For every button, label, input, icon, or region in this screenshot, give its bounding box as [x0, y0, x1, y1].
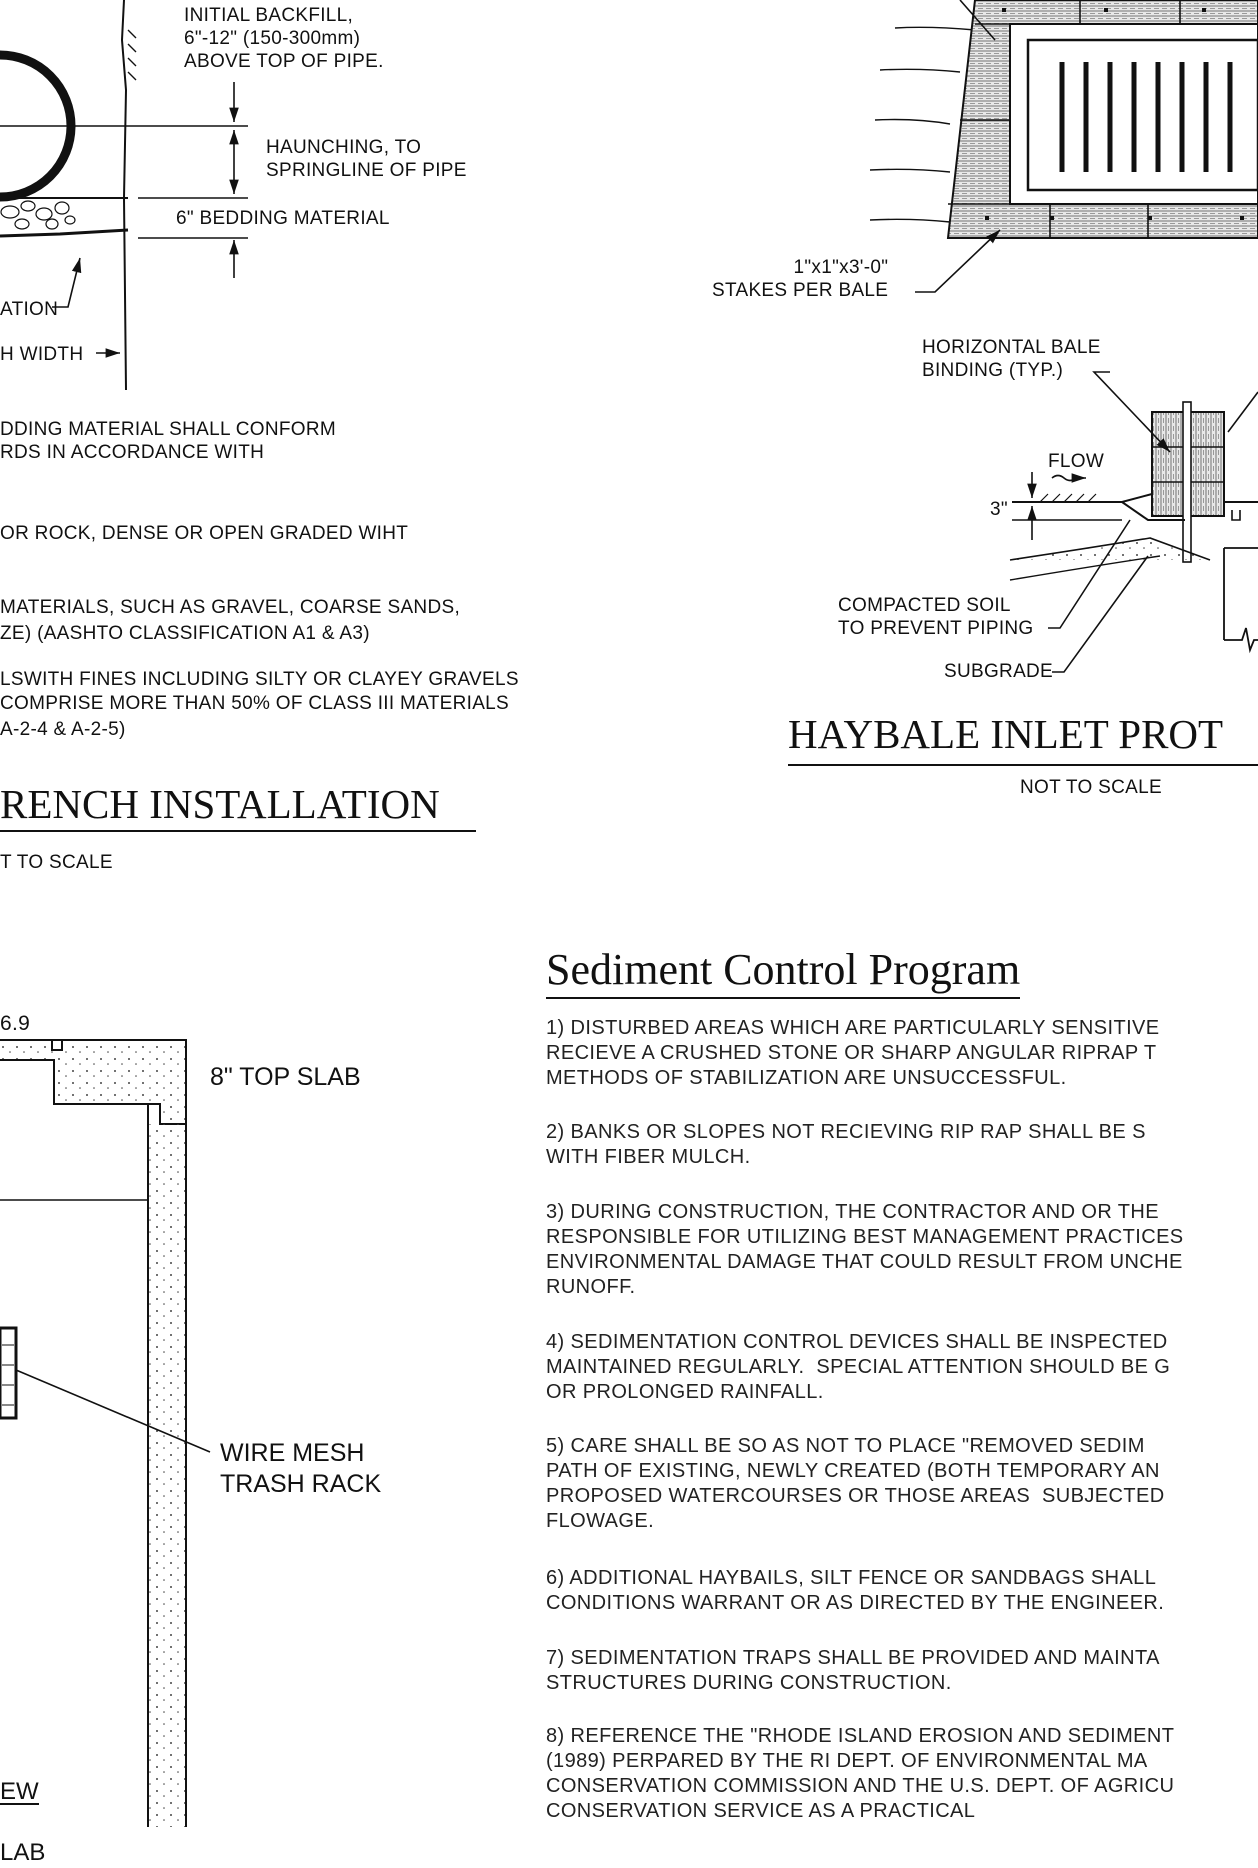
sediment-item-2: 2) BANKS OR SLOPES NOT RECIEVING RIP RAP… — [546, 1120, 1146, 1170]
sediment-item-8-line-2: (1989) PERPARED BY THE RI DEPT. OF ENVIR… — [546, 1750, 1148, 1772]
sediment-item-3-line-3: ENVIRONMENTAL DAMAGE THAT COULD RESULT F… — [546, 1251, 1183, 1273]
view-title-fragment: EW — [0, 1778, 39, 1805]
sediment-item-8: 8) REFERENCE THE "RHODE ISLAND EROSION A… — [546, 1724, 1174, 1824]
sediment-item-6: 6) ADDITIONAL HAYBAILS, SILT FENCE OR SA… — [546, 1566, 1164, 1616]
outlet-structure-view — [0, 1039, 211, 1827]
trench-note-4: MATERIALS, SUCH AS GRAVEL, COARSE SANDS, — [0, 597, 461, 618]
flow-label: FLOW — [1048, 451, 1105, 472]
trench-note-2: RDS IN ACCORDANCE WITH — [0, 442, 265, 463]
sediment-item-3-line-4: RUNOFF. — [546, 1276, 636, 1298]
sediment-item-2-line-1: 2) BANKS OR SLOPES NOT RECIEVING RIP RAP… — [546, 1121, 1146, 1143]
compacted-soil-line-2: TO PREVENT PIPING — [838, 618, 1034, 639]
trench-note-6: LSWITH FINES INCLUDING SILTY OR CLAYEY G… — [0, 669, 519, 690]
wire-mesh-trash-rack-label: WIRE MESH TRASH RACK — [220, 1438, 381, 1500]
stakes-line-2: STAKES PER BALE — [712, 280, 889, 301]
sediment-item-7-line-2: STRUCTURES DURING CONSTRUCTION. — [546, 1672, 952, 1694]
sediment-item-8-line-4: CONSERVATION SERVICE AS A PRACTICAL — [546, 1800, 976, 1822]
sediment-item-8-line-3: CONSERVATION COMMISSION AND THE U.S. DEP… — [546, 1775, 1175, 1797]
initial-backfill-line-1: INITIAL BACKFILL, — [184, 5, 354, 26]
haybale-scale-note: NOT TO SCALE — [1020, 777, 1162, 798]
top-slab-label: 8" TOP SLAB — [210, 1063, 361, 1091]
trench-note-1: DDING MATERIAL SHALL CONFORM — [0, 419, 337, 440]
drawing-linework — [0, 0, 1258, 1827]
bedding-label: 6" BEDDING MATERIAL — [176, 208, 390, 229]
stakes-line-1: 1"x1"x3'-0" — [793, 257, 889, 278]
sediment-item-5-line-4: FLOWAGE. — [546, 1510, 655, 1532]
stakes-label: 1"x1"x3'-0" STAKES PER BALE — [712, 256, 888, 302]
sediment-item-1-line-3: METHODS OF STABILIZATION ARE UNSUCCESSFU… — [546, 1067, 1067, 1089]
sediment-item-3-line-1: 3) DURING CONSTRUCTION, THE CONTRACTOR A… — [546, 1201, 1159, 1223]
haunching-line-1: HAUNCHING, TO — [266, 137, 422, 158]
elevation-label: 6.9 — [0, 1012, 31, 1035]
wire-mesh-line-2: TRASH RACK — [220, 1470, 382, 1498]
trench-installation-title: RENCH INSTALLATION — [0, 780, 476, 832]
sediment-item-4-line-1: 4) SEDIMENTATION CONTROL DEVICES SHALL B… — [546, 1331, 1168, 1353]
trench-note-5: ZE) (AASHTO CLASSIFICATION A1 & A3) — [0, 623, 370, 644]
haunching-line-2: SPRINGLINE OF PIPE — [266, 160, 467, 181]
sediment-item-2-line-2: WITH FIBER MULCH. — [546, 1146, 751, 1168]
haybale-plan-view — [869, 0, 1258, 293]
three-inch-dimension: 3" — [990, 499, 1008, 520]
trench-detail — [0, 0, 248, 391]
sediment-item-6-line-1: 6) ADDITIONAL HAYBAILS, SILT FENCE OR SA… — [546, 1567, 1157, 1589]
sediment-item-8-line-1: 8) REFERENCE THE "RHODE ISLAND EROSION A… — [546, 1725, 1175, 1747]
sediment-item-4-line-2: MAINTAINED REGULARLY. SPECIAL ATTENTION … — [546, 1356, 1171, 1378]
sediment-item-7: 7) SEDIMENTATION TRAPS SHALL BE PROVIDED… — [546, 1646, 1160, 1696]
sediment-item-3: 3) DURING CONSTRUCTION, THE CONTRACTOR A… — [546, 1200, 1184, 1300]
trench-note-7: COMPRISE MORE THAN 50% OF CLASS III MATE… — [0, 693, 510, 714]
haybale-inlet-protection-title: HAYBALE INLET PROT — [788, 710, 1258, 766]
sediment-item-5: 5) CARE SHALL BE SO AS NOT TO PLACE "REM… — [546, 1434, 1165, 1534]
bale-binding-line-2: BINDING (TYP.) — [922, 360, 1064, 381]
bottom-slab-label: LAB — [0, 1838, 50, 1868]
sediment-control-title: Sediment Control Program — [546, 944, 1021, 999]
sediment-item-1: 1) DISTURBED AREAS WHICH ARE PARTICULARL… — [546, 1016, 1160, 1091]
bale-binding-label: HORIZONTAL BALE BINDING (TYP.) — [922, 336, 1101, 382]
haybale-section-view — [1009, 371, 1258, 673]
sediment-item-1-line-2: RECIEVE A CRUSHED STONE OR SHARP ANGULAR… — [546, 1042, 1157, 1064]
foundation-label: ATION — [0, 299, 59, 320]
sediment-item-6-line-2: CONDITIONS WARRANT OR AS DIRECTED BY THE… — [546, 1592, 1165, 1614]
compacted-soil-label: COMPACTED SOIL TO PREVENT PIPING — [838, 594, 1034, 640]
trench-note-3: OR ROCK, DENSE OR OPEN GRADED WIHT — [0, 523, 409, 544]
sediment-item-5-line-2: PATH OF EXISTING, NEWLY CREATED (BOTH TE… — [546, 1460, 1160, 1482]
sediment-item-3-line-2: RESPONSIBLE FOR UTILIZING BEST MANAGEMEN… — [546, 1226, 1184, 1248]
trench-scale-note: T TO SCALE — [0, 852, 113, 873]
trench-note-8: A-2-4 & A-2-5) — [0, 719, 126, 740]
wire-mesh-line-1: WIRE MESH — [220, 1439, 365, 1467]
sediment-item-4-line-3: OR PROLONGED RAINFALL. — [546, 1381, 824, 1403]
subgrade-label: SUBGRADE — [944, 661, 1054, 682]
compacted-soil-line-1: COMPACTED SOIL — [838, 595, 1011, 616]
sediment-item-4: 4) SEDIMENTATION CONTROL DEVICES SHALL B… — [546, 1330, 1170, 1405]
sediment-item-7-line-1: 7) SEDIMENTATION TRAPS SHALL BE PROVIDED… — [546, 1647, 1160, 1669]
trench-width-label: H WIDTH — [0, 344, 84, 365]
initial-backfill-label: INITIAL BACKFILL, 6"-12" (150-300mm) ABO… — [184, 4, 384, 73]
sediment-item-1-line-1: 1) DISTURBED AREAS WHICH ARE PARTICULARL… — [546, 1017, 1160, 1039]
bale-binding-line-1: HORIZONTAL BALE — [922, 337, 1101, 358]
sediment-item-5-line-3: PROPOSED WATERCOURSES OR THOSE AREAS SUB… — [546, 1485, 1165, 1507]
initial-backfill-line-2: 6"-12" (150-300mm) — [184, 28, 361, 49]
initial-backfill-line-3: ABOVE TOP OF PIPE. — [184, 51, 384, 72]
sediment-item-5-line-1: 5) CARE SHALL BE SO AS NOT TO PLACE "REM… — [546, 1435, 1145, 1457]
haunching-label: HAUNCHING, TO SPRINGLINE OF PIPE — [266, 136, 467, 182]
